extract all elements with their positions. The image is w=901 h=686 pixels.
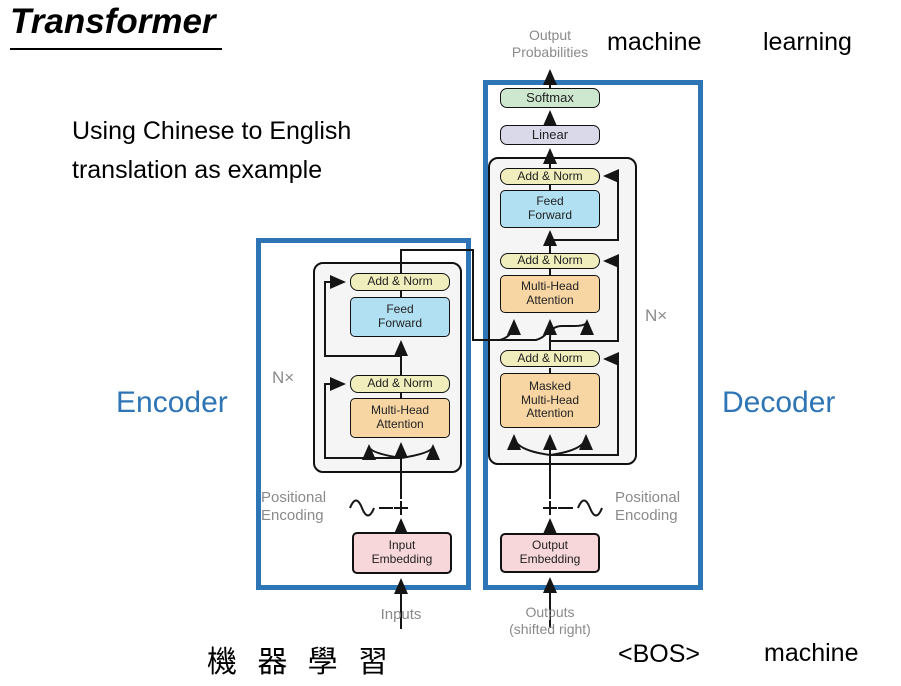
input-embedding: Input Embedding [352, 532, 452, 574]
decoder-label: Decoder [722, 386, 836, 419]
decoder-add-norm-3: Add & Norm [500, 168, 600, 185]
decoder-input-word-machine: machine [764, 639, 859, 667]
decoder-feed-forward: Feed Forward [500, 190, 600, 228]
decoder-add-norm-2: Add & Norm [500, 253, 600, 269]
encoder-nx-label: N× [272, 368, 295, 387]
decoder-multi-head-attention: Multi-Head Attention [500, 275, 600, 313]
masked-multi-head-attention: Masked Multi-Head Attention [500, 373, 600, 428]
softmax: Softmax [500, 88, 600, 108]
decoder-positional-encoding-label: Positional Encoding [615, 489, 681, 524]
outputs-label: Outputs (shifted right) [509, 604, 591, 637]
page-title: Transformer [10, 2, 222, 50]
encoder-label: Encoder [116, 386, 228, 419]
chinese-input-tokens: 機 器 學 習 [207, 646, 395, 679]
encoder-sine-icon [346, 492, 378, 524]
decoder-sine-icon [574, 492, 606, 524]
subtitle: Using Chinese to English translation as … [72, 117, 352, 184]
inputs-label: Inputs [380, 606, 422, 623]
decoder-plus-icon [542, 500, 558, 516]
encoder-add-norm-2: Add & Norm [350, 273, 450, 291]
bos-token: <BOS> [618, 640, 700, 668]
decoder-nx-label: N× [645, 306, 668, 325]
output-probabilities-label: Output Probabilities [511, 27, 589, 60]
encoder-add-norm-1: Add & Norm [350, 375, 450, 393]
encoder-feed-forward: Feed Forward [350, 297, 450, 337]
encoder-frame [256, 238, 471, 590]
decoder-frame [483, 80, 703, 590]
encoder-plus-icon [393, 500, 409, 516]
encoder-multi-head-attention: Multi-Head Attention [350, 398, 450, 438]
decoder-add-norm-1: Add & Norm [500, 350, 600, 367]
encoder-positional-encoding-label: Positional Encoding [261, 489, 327, 524]
output-word-machine: machine [607, 28, 702, 56]
linear: Linear [500, 125, 600, 145]
output-embedding: Output Embedding [500, 533, 600, 573]
output-word-learning: learning [763, 28, 852, 56]
